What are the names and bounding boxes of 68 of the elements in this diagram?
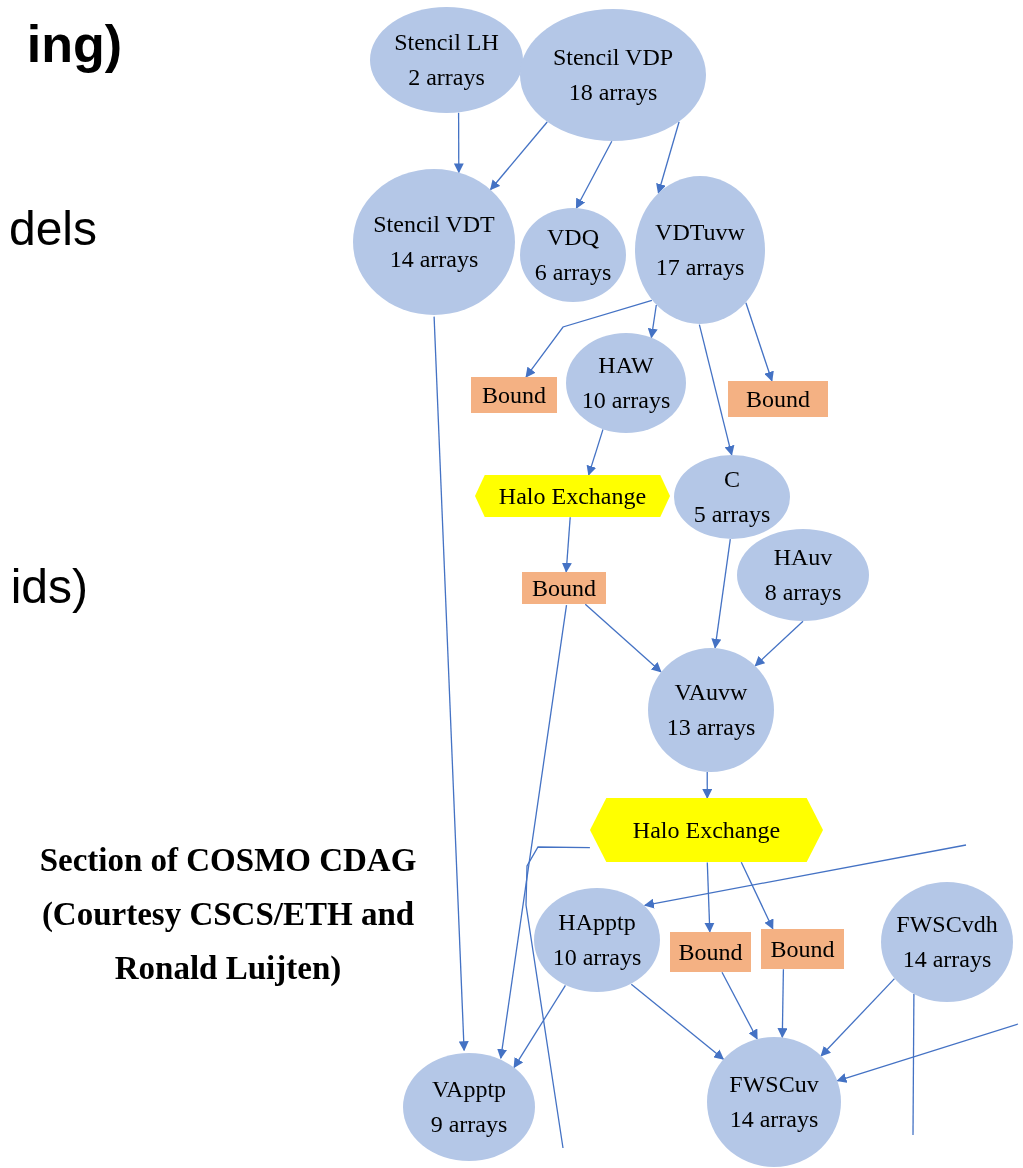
arrow (433, 315, 469, 1052)
node-label: HApptp (558, 908, 636, 938)
node-label: HAW (598, 351, 654, 381)
arrow (630, 983, 725, 1060)
node-label: VDTuvw (655, 218, 745, 248)
node-label: Bound (532, 573, 596, 603)
arrow (453, 112, 464, 174)
arrow (513, 984, 567, 1069)
node-label: 14 arrays (729, 1105, 819, 1134)
node-label: FWSCuv (729, 1070, 819, 1100)
arrow (711, 538, 731, 649)
arrow (575, 140, 613, 209)
boundary-box (670, 932, 751, 972)
arrow (836, 1023, 1019, 1083)
arrow (698, 323, 735, 456)
arrow (745, 302, 774, 382)
node-label: Bound (770, 934, 835, 964)
node-label: 6 arrays (534, 258, 612, 287)
node-label: 13 arrays (666, 713, 756, 742)
node-label: 10 arrays (581, 386, 671, 415)
arrow (820, 977, 896, 1057)
node-label: Halo Exchange (632, 815, 781, 845)
node-label: Stencil LH (394, 28, 499, 58)
arrow (656, 121, 680, 194)
arrow (525, 299, 653, 378)
node-label: Bound (482, 380, 546, 410)
boundary-box (522, 572, 606, 604)
node-label: 10 arrays (552, 943, 642, 972)
connector-line (525, 846, 591, 1149)
node-label: Stencil VDT (373, 210, 495, 240)
node-label: 9 arrays (430, 1110, 508, 1139)
node-label: 5 arrays (693, 500, 771, 529)
arrow (497, 604, 568, 1060)
arrow (754, 620, 804, 667)
boundary-box (761, 929, 844, 969)
node-label: 8 arrays (764, 578, 842, 607)
arrow (721, 971, 758, 1040)
arrow (647, 304, 658, 339)
node-label: Stencil VDP (552, 43, 674, 73)
arrow (489, 121, 548, 191)
node-label: Bound (746, 384, 810, 414)
node-label: Bound (678, 937, 743, 967)
arrow (777, 968, 788, 1039)
caption: Section of COSMO CDAG (Courtesy CSCS/ETH and Ronald Luijten) (38, 841, 418, 988)
node-label: VAuvw (674, 678, 748, 708)
node-label: VDQ (547, 223, 599, 253)
slide-text-fragment: dels (7, 205, 97, 253)
node-label: Halo Exchange (498, 481, 647, 511)
node-label: 14 arrays (389, 245, 479, 274)
arrow (702, 771, 713, 799)
node-label: VApptp (431, 1075, 507, 1105)
arrow (704, 861, 715, 933)
node-label: 14 arrays (902, 945, 992, 974)
node-label: FWSCvdh (896, 910, 998, 940)
slide-text-fragment: ids) (9, 563, 88, 611)
boundary-box (728, 381, 828, 417)
arrow (586, 428, 604, 476)
arrow (561, 516, 572, 573)
arrow (643, 844, 967, 909)
node-label: 18 arrays (568, 78, 658, 107)
arrow (584, 603, 662, 673)
node-label: C (724, 465, 740, 495)
node-label: HAuv (773, 543, 833, 573)
node-label: 2 arrays (408, 63, 485, 92)
boundary-box (471, 377, 557, 413)
arrow (740, 861, 774, 930)
connector-line (912, 993, 915, 1136)
node-label: 17 arrays (655, 253, 745, 282)
